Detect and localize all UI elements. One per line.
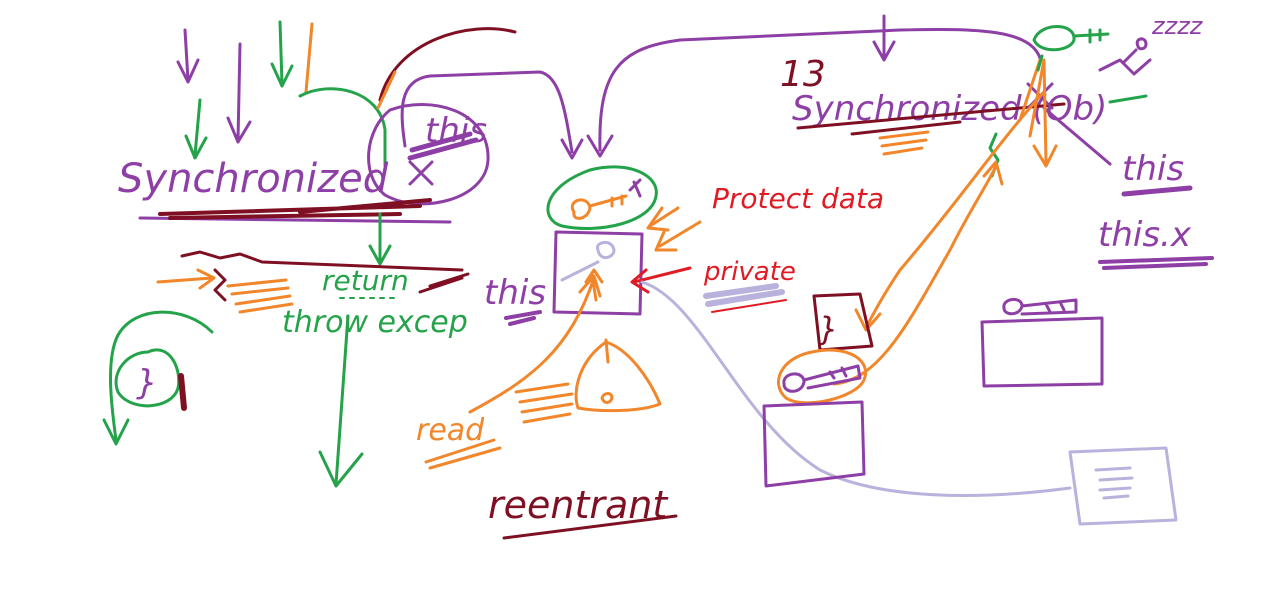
orange-flow-curve — [376, 70, 397, 110]
document-icon — [1068, 446, 1178, 526]
thread-arrows-left — [176, 20, 314, 160]
brace-left-text: } — [136, 363, 158, 403]
brace-box — [812, 292, 874, 352]
sleeping-figure — [1098, 37, 1152, 76]
private-arrow — [630, 266, 692, 294]
right-object-key — [1002, 298, 1078, 316]
private-underline — [711, 299, 787, 313]
green-flow-curve — [298, 87, 387, 167]
left-thread-arc — [400, 70, 584, 160]
lower-key — [782, 364, 862, 393]
read-scribbles — [424, 382, 574, 470]
return-line — [156, 250, 470, 314]
this-circle-text: this — [425, 111, 487, 151]
read-text: read — [416, 413, 485, 448]
this-highlight — [407, 131, 479, 161]
document-lines — [1094, 466, 1134, 500]
lock-key — [570, 194, 628, 220]
orange-loop — [854, 90, 1046, 332]
lower-object-box — [762, 400, 866, 488]
throw-exception-text: throw excep — [282, 305, 468, 340]
brace-loop-arrow — [102, 310, 214, 446]
lavender-connector — [640, 280, 1072, 497]
return-text: return — [322, 264, 409, 297]
lock-marks — [628, 178, 642, 198]
private-highlight — [703, 283, 785, 307]
right-object-box — [980, 316, 1104, 388]
right-lock-teeth — [1072, 28, 1110, 44]
brace-mark — [178, 373, 187, 411]
brace-circle — [114, 348, 181, 408]
lock-ellipse — [546, 165, 658, 230]
private-text: private — [703, 257, 796, 287]
protect-arrows — [646, 206, 702, 252]
zzz-text: zzzz — [1151, 12, 1204, 40]
this-circle — [367, 102, 490, 206]
this-cross — [408, 160, 434, 186]
this-x-text: this.x — [1098, 215, 1192, 255]
sleeping-figure-underline — [1108, 94, 1148, 104]
this-x-highlight — [1098, 256, 1214, 270]
this-right-highlight — [1121, 185, 1193, 197]
object-this-highlight — [504, 310, 542, 326]
right-thread-arc — [586, 27, 1042, 158]
read-arrow — [468, 274, 602, 414]
synchronized-underline — [138, 198, 452, 224]
maroon-flow-curve — [378, 27, 517, 102]
brace-box-text: } — [818, 310, 838, 348]
top-down-arrow — [872, 14, 896, 62]
synchronized-right-underline — [796, 102, 1066, 136]
this-right-text: this — [1122, 149, 1184, 189]
object-this-text: this — [484, 273, 546, 313]
reentrant-underline — [502, 514, 678, 540]
count-13-text: 13 — [780, 54, 826, 95]
reader-triangle — [574, 340, 662, 413]
object-inner-lock — [560, 241, 616, 282]
object-box — [552, 230, 644, 316]
synchronized-right-scribbles — [878, 130, 930, 156]
protect-data-text: Protect data — [712, 182, 884, 215]
sync-to-return-arrow — [368, 212, 392, 266]
reader-triangle-mark — [600, 338, 614, 404]
lower-key-ellipse — [777, 348, 868, 405]
right-lock-ellipse — [1032, 25, 1076, 52]
orange-loop-return — [832, 160, 1004, 386]
throw-arrow — [318, 314, 364, 488]
synchronized-left-text: Synchronized — [118, 156, 389, 202]
